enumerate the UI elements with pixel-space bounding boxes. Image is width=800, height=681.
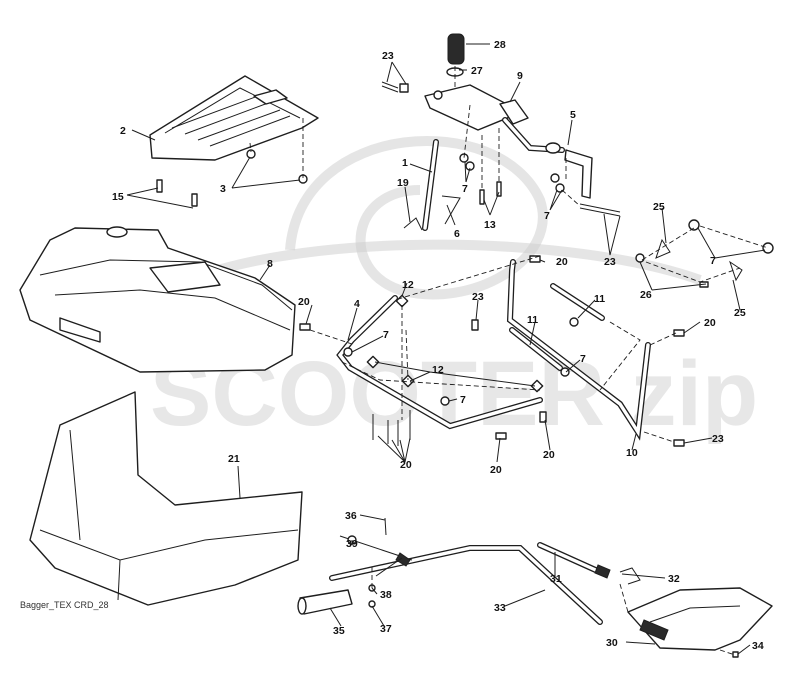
collector-bag-part-21 [29,391,303,606]
support-frame-part-4-10 [336,259,651,441]
rod-part-1 [422,139,439,231]
callout-7-d: 7 [383,329,389,341]
callout-23-top: 23 [382,50,394,62]
callout-25-top: 25 [653,201,665,213]
collector-upper-housing-part-8 [19,226,296,373]
cover-lid-part-2 [149,75,319,207]
deflector-plate-part-30 [627,587,773,658]
rod-part-31 [537,542,603,575]
callout-37: 37 [380,623,392,635]
callout-11-left: 11 [527,314,538,326]
callout-15: 15 [112,191,124,203]
callout-27: 27 [471,65,483,77]
diagram-caption: Bagger_TEX CRD_28 [20,600,109,610]
callout-35: 35 [333,625,345,637]
rods-part-11 [509,283,605,371]
callout-26: 26 [640,289,652,301]
callout-34: 34 [752,640,764,652]
callout-20-right: 20 [704,317,716,329]
callout-10: 10 [626,447,638,459]
spring-part-32 [594,564,641,585]
callout-2: 2 [120,125,126,137]
callout-6: 6 [454,228,460,240]
callout-7-e: 7 [580,353,586,365]
callout-8: 8 [267,258,273,270]
callout-4: 4 [354,298,360,310]
callout-20-bottom-left: 20 [400,459,412,471]
callout-11-right: 11 [594,293,605,305]
callout-3: 3 [220,183,226,195]
callout-30: 30 [606,637,618,649]
handle-bracket-part-9 [424,84,529,131]
callout-7-f: 7 [460,394,466,406]
callout-20-top: 20 [556,256,568,268]
callout-36: 36 [345,510,357,522]
callout-23-right: 23 [712,433,724,445]
leader-lines [126,43,766,655]
spring-rod-parts-36-39 [339,517,413,608]
callout-39: 39 [346,538,358,550]
lever-part-5 [502,117,593,199]
callout-7-b: 7 [544,210,550,222]
callout-38: 38 [380,589,392,601]
callout-7-a: 7 [462,183,468,195]
callout-31: 31 [550,573,562,585]
callout-13: 13 [484,219,496,231]
assembly-lines [249,66,769,656]
callout-21: 21 [228,453,240,465]
callout-20-bottom-mid: 20 [490,464,502,476]
hardware-fasteners [299,81,774,447]
callout-5: 5 [570,109,576,121]
callout-32: 32 [668,573,680,585]
callout-23-center: 23 [472,291,484,303]
callout-19: 19 [397,177,409,189]
callout-20-left: 20 [298,296,310,308]
tube-part-35 [297,589,353,615]
callout-1: 1 [402,157,408,169]
callout-9: 9 [517,70,523,82]
callout-12-top: 12 [402,279,414,291]
callout-28: 28 [494,39,506,51]
callout-33: 33 [494,602,506,614]
callout-numbers: 28 27 23 9 5 2 3 15 1 7 19 13 6 7 23 25 … [112,39,764,652]
callout-25-bottom: 25 [734,307,746,319]
callout-20-bottom-right: 20 [543,449,555,461]
callout-12-bottom: 12 [432,364,444,376]
callout-7-c: 7 [710,255,716,267]
callout-23-mid: 23 [604,256,616,268]
